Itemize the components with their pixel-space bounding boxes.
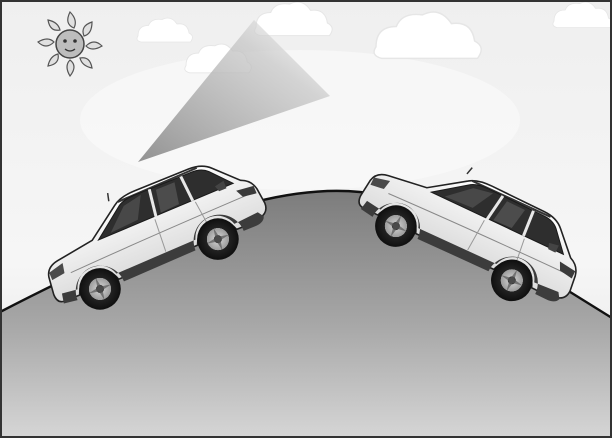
hill-crest-illustration <box>0 0 612 438</box>
illustration-frame <box>0 0 612 438</box>
